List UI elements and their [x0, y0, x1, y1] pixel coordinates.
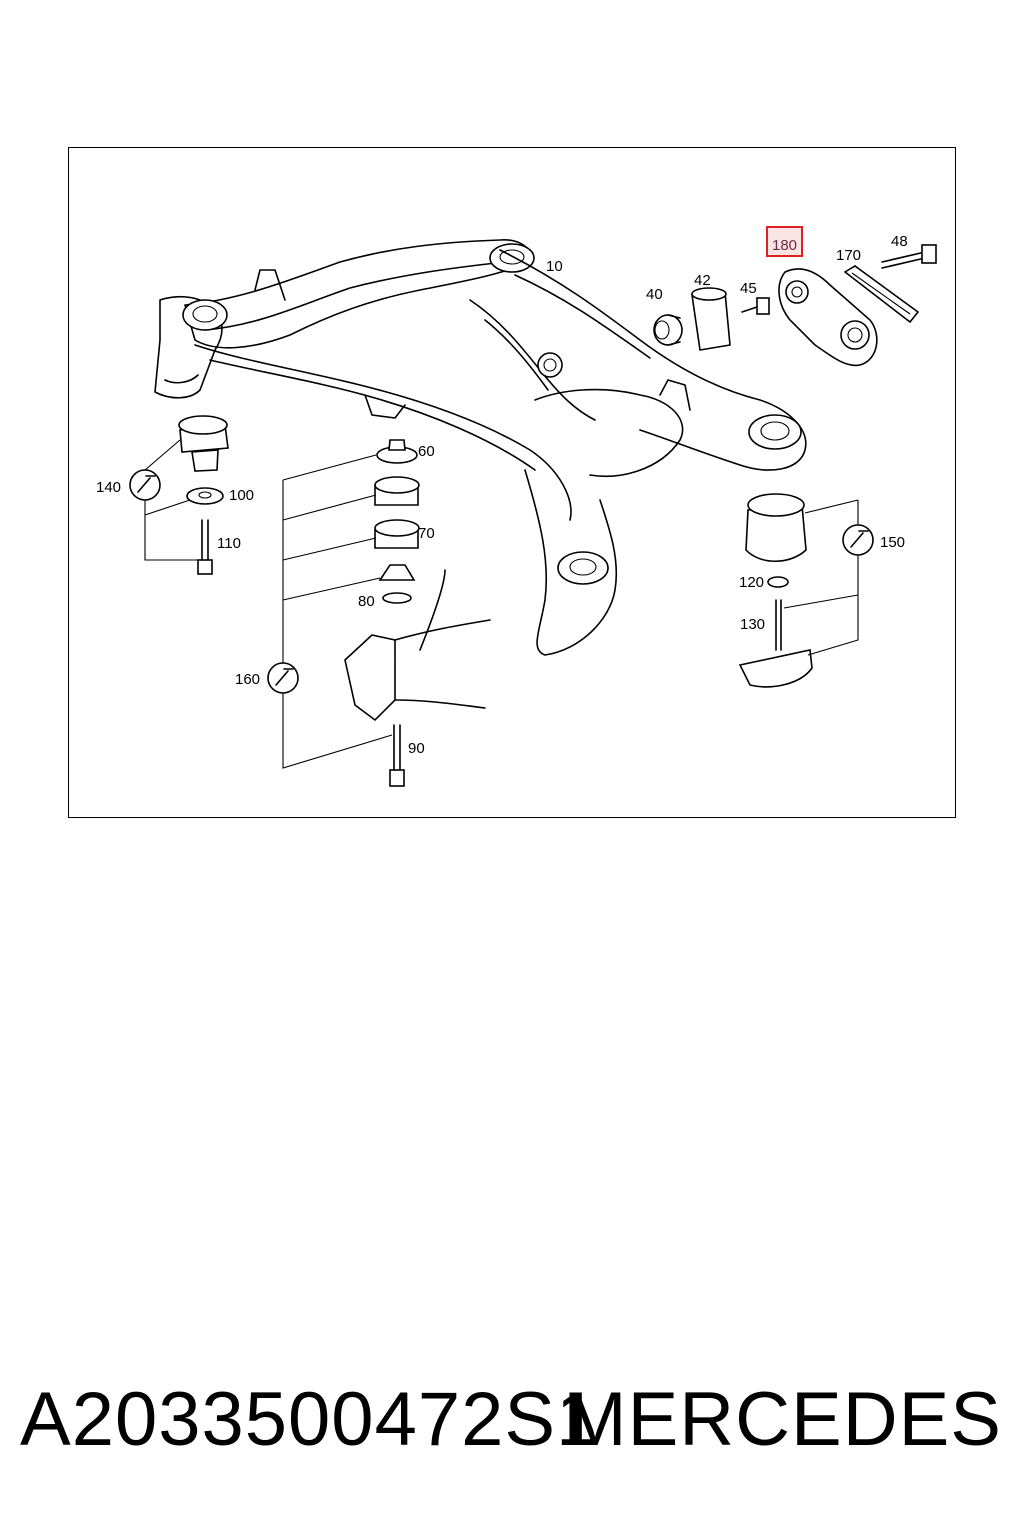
wrench-icon [129, 469, 161, 501]
label-150: 150 [880, 534, 905, 551]
plate-150b [738, 649, 813, 688]
mount-150 [745, 493, 807, 562]
label-10: 10 [546, 258, 563, 275]
cap-60 [376, 439, 418, 464]
mount-140 [178, 415, 229, 472]
insert-60b [374, 476, 420, 506]
label-110: 110 [217, 535, 241, 552]
sleeve-42 [691, 287, 731, 351]
label-40: 40 [646, 286, 663, 303]
label-42: 42 [694, 272, 711, 289]
flange-arm [344, 569, 491, 722]
label-60: 60 [418, 443, 435, 460]
washer-100 [186, 487, 224, 505]
part-number: A2033500472S1 [20, 1377, 600, 1462]
bushing-40 [653, 314, 683, 346]
bolt-45 [741, 297, 770, 315]
brand-name: MERCEDES [563, 1377, 1002, 1462]
wrench-icon [267, 662, 299, 694]
label-70: 70 [418, 525, 435, 542]
label-90: 90 [408, 740, 425, 757]
rear-subframe [154, 239, 807, 656]
wrench-icon [842, 524, 874, 556]
diagram-frame [68, 147, 956, 818]
label-45: 45 [740, 280, 757, 297]
label-120: 120 [739, 574, 764, 591]
label-100: 100 [229, 487, 254, 504]
bolt-90 [389, 724, 405, 787]
stop-80 [378, 564, 416, 604]
highlight-box [766, 226, 803, 257]
label-80: 80 [358, 593, 375, 610]
insert-70 [374, 519, 420, 549]
bolt-130 [775, 599, 782, 651]
subframe-exploded-diagram: 10 40 42 45 180 170 48 60 70 80 90 100 1… [96, 226, 937, 787]
bracket-lines-160 [282, 454, 393, 769]
bolt-110 [197, 519, 213, 575]
label-170: 170 [836, 247, 861, 264]
label-130: 130 [740, 616, 765, 633]
washer-120 [767, 576, 789, 588]
plate-170 [843, 265, 920, 324]
label-48: 48 [891, 233, 908, 250]
label-140: 140 [96, 479, 121, 496]
footer: A2033500472S1 MERCEDES [0, 1376, 1024, 1466]
bolt-48 [881, 244, 937, 269]
bracket-180 [778, 268, 878, 367]
label-180: 180 [772, 237, 797, 254]
label-160: 160 [235, 671, 260, 688]
